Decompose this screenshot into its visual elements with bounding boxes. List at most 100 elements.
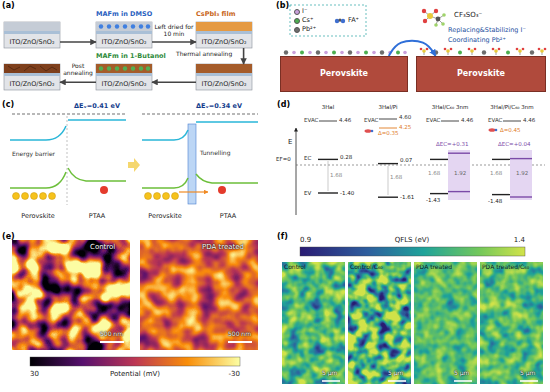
- sulfur-atom: [427, 13, 433, 19]
- process-arrow: [60, 41, 96, 43]
- iodide-ion: [356, 51, 360, 55]
- vacuum-level: [379, 128, 397, 129]
- film-layer: [196, 64, 252, 73]
- map-title: PDA treated: [416, 264, 452, 271]
- oxygen-atom: [422, 9, 426, 13]
- axis-label: E: [288, 138, 292, 146]
- hole: [163, 193, 170, 200]
- level-value: -1.48: [488, 198, 502, 204]
- valence-band: [68, 168, 126, 181]
- fluorine-atom: [441, 22, 445, 26]
- c60-valence-edge: [510, 196, 532, 197]
- gap-line: [328, 161, 329, 191]
- layer-label: Perovskite: [320, 69, 368, 78]
- layer-name: Perovskite: [148, 213, 182, 220]
- pi-molecule: [365, 129, 372, 133]
- column-title: 3Hal/Pi/C₆₀ 3nm: [490, 104, 533, 110]
- substrate-stack: MAFm in DMSOITO/ZnO/SnO₂: [96, 22, 152, 48]
- scale-bar: [322, 380, 340, 382]
- sulfur-atom: [422, 49, 426, 53]
- oxide-layer: [96, 73, 152, 76]
- gap-value: 1.68: [330, 172, 342, 178]
- perovskite-layer: Perovskite: [280, 56, 408, 92]
- scale-label: 5 μm: [322, 370, 337, 377]
- sulfur-atom: [446, 49, 450, 53]
- layer-name: PTAA: [89, 213, 105, 220]
- legend-item: I⁻: [294, 8, 307, 15]
- map-title: Control/C₆₀: [350, 264, 383, 271]
- colorbar-title: Potential (mV): [110, 370, 160, 378]
- vacuum-level: [379, 119, 397, 120]
- oxygen-atom: [468, 48, 471, 51]
- substrate-stack: ITO/ZnO/SnO₂: [4, 64, 60, 90]
- cs-ion: [458, 51, 462, 55]
- ptaa-hole: [100, 186, 108, 194]
- level-value: 4.46: [523, 117, 535, 123]
- reference-line: [142, 114, 258, 115]
- film-layer: [96, 64, 152, 73]
- panel-letter: (e): [2, 232, 15, 241]
- oxygen-atom: [434, 9, 438, 13]
- legend-sample: [334, 17, 346, 25]
- pb-ion: [284, 50, 288, 54]
- film-layer: [4, 22, 60, 31]
- colorbar: [300, 247, 525, 256]
- oxygen-atom: [538, 48, 541, 51]
- scale-bar: [388, 380, 406, 382]
- hole: [40, 193, 47, 200]
- droplet: [115, 66, 119, 70]
- cs-ion: [300, 51, 304, 55]
- hole: [49, 193, 56, 200]
- panel-letter: (c): [2, 100, 14, 109]
- iodide-ion: [324, 51, 328, 55]
- stack-heading: MAFm in 1-Butanol: [96, 53, 166, 60]
- qfls-map: [348, 262, 411, 384]
- conduction-edge: [378, 163, 398, 164]
- gap-value: 1.68: [490, 170, 502, 176]
- level-value: 0.07: [400, 157, 412, 163]
- cs-ion: [396, 51, 400, 55]
- sulfur-atom: [540, 49, 544, 53]
- oxygen-atom: [498, 48, 501, 51]
- level-value: -1.40: [340, 190, 354, 196]
- map-title: PDA treated: [202, 243, 244, 251]
- layer-label: ITO/ZnO/SnO₂: [9, 81, 54, 88]
- valence-band: [196, 174, 258, 183]
- oxygen-atom: [444, 48, 447, 51]
- offset-value: ΔEᵥ=0.41 eV: [74, 103, 120, 110]
- mechanism-note: Coordinating Pb²⁺: [448, 37, 506, 44]
- film-layer: [4, 64, 60, 73]
- sulfur-atom: [470, 49, 474, 53]
- oxygen-atom: [492, 48, 495, 51]
- carbon-atom: [436, 17, 441, 22]
- oxygen-atom: [544, 48, 547, 51]
- conduction-band: [142, 130, 188, 140]
- fermi-level: [296, 165, 545, 166]
- oxygen-atom: [522, 48, 525, 51]
- scale-label: 500 nm: [100, 331, 123, 338]
- step-label: Left dried for 10 min: [154, 24, 194, 38]
- hole: [31, 193, 38, 200]
- stack-heading: MAFm in DMSO: [96, 11, 152, 18]
- hole: [22, 193, 29, 200]
- ptaa-hole: [218, 186, 226, 194]
- level-value: -1.61: [400, 194, 414, 200]
- legend-swatch: [294, 27, 300, 33]
- layer-label: ITO/ZnO/SnO₂: [201, 39, 246, 46]
- legend-swatch: [294, 18, 300, 24]
- colorbar-tick: 1.4: [514, 236, 525, 244]
- step-label: Thermal annealing: [176, 51, 232, 58]
- offset-value: ΔEᵥ=0.34 eV: [196, 103, 242, 110]
- droplet: [146, 66, 150, 70]
- iodide-ion: [308, 51, 312, 55]
- hole: [172, 193, 179, 200]
- layer-name: Perovskite: [21, 213, 55, 220]
- panel-letter: (f): [277, 232, 288, 241]
- fluorine-atom: [442, 13, 446, 17]
- transition-arrow: [128, 158, 140, 172]
- oxygen-atom: [426, 48, 429, 51]
- droplet: [99, 24, 103, 28]
- valence-band: [142, 178, 188, 188]
- conduction-edge: [430, 159, 448, 160]
- substrate-stack: ITO/ZnO/SnO₂: [196, 64, 252, 90]
